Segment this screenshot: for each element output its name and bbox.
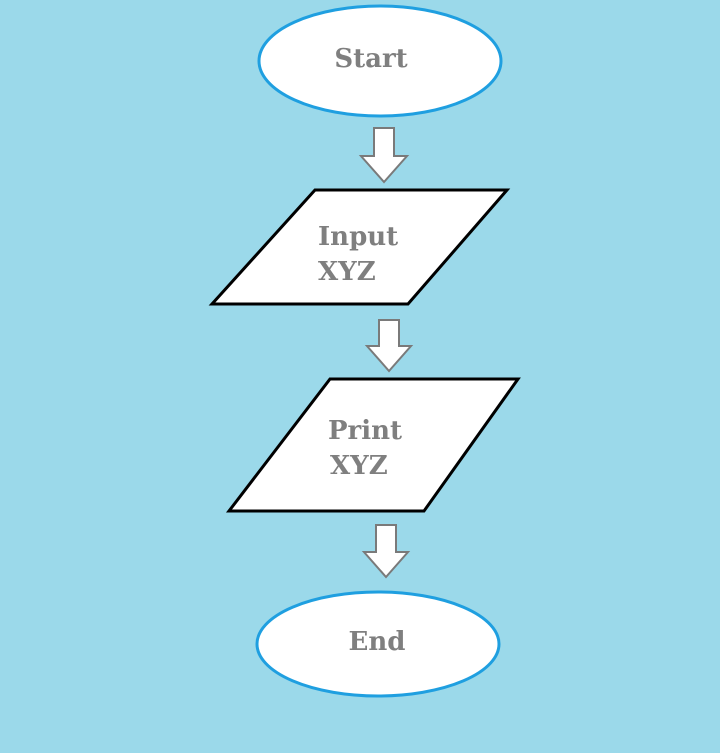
end-oval [255,590,501,698]
print-label-line1: Print [328,416,402,446]
start-oval [257,4,503,118]
down-arrow-2 [364,319,414,373]
down-arrow-1 [358,127,410,184]
input-label-line1: Input [318,222,398,252]
start-label: Start [334,44,407,74]
input-parallelogram [208,188,511,306]
print-node: Print XYZ [225,377,521,513]
start-node: Start [257,4,503,118]
end-label: End [349,627,406,657]
input-label-line2: XYZ [318,257,376,287]
print-label-line2: XYZ [330,451,388,481]
print-parallelogram [225,377,521,513]
end-node: End [255,590,501,698]
input-node: Input XYZ [208,188,511,306]
down-arrow-3 [361,524,411,579]
